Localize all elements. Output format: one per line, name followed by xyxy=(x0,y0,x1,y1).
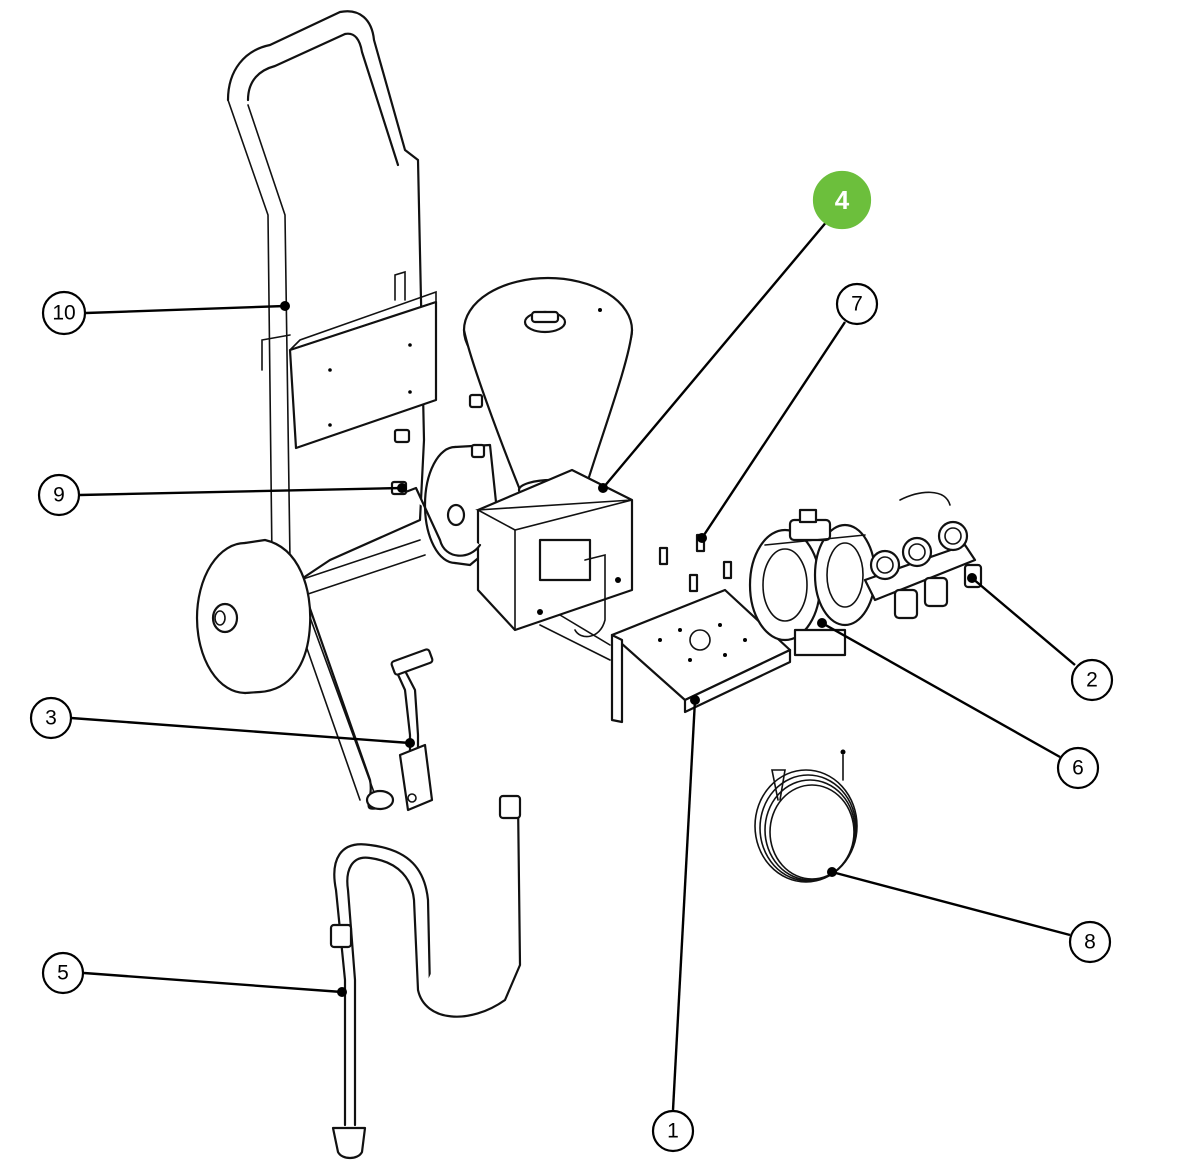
callout-2[interactable]: 2 xyxy=(1070,658,1114,702)
leader-line-4 xyxy=(602,219,829,489)
callout-7-label: 7 xyxy=(851,293,863,316)
callout-1-circle xyxy=(651,1109,695,1153)
ground-cable-coil xyxy=(754,749,858,883)
callout-3-label: 3 xyxy=(45,707,57,730)
hopper-bracket xyxy=(475,468,634,638)
leader-line-10 xyxy=(85,304,286,315)
callout-5-label: 5 xyxy=(57,962,69,985)
elbow-fitting xyxy=(390,393,486,557)
callout-9[interactable]: 9 xyxy=(37,473,81,517)
material-hose xyxy=(329,794,522,1160)
callout-7-circle xyxy=(835,282,879,326)
callout-6[interactable]: 6 xyxy=(1056,746,1100,790)
callout-6-label: 6 xyxy=(1072,757,1084,780)
diaphragm-pump xyxy=(748,508,877,657)
mounting-bolts xyxy=(658,533,733,593)
frame-mounting-plate xyxy=(261,270,438,450)
leader-line-6 xyxy=(821,621,1061,759)
air-regulator-manifold xyxy=(863,491,983,620)
leader-line-8 xyxy=(831,870,1071,937)
callout-3-circle xyxy=(29,696,73,740)
leader-line-3 xyxy=(70,716,411,745)
callout-9-circle xyxy=(37,473,81,517)
callout-10-label: 10 xyxy=(52,302,75,325)
callout-10-circle xyxy=(41,290,87,336)
leader-lines xyxy=(70,219,1076,1111)
callout-2-label: 2 xyxy=(1086,669,1098,692)
callout-2-circle xyxy=(1070,658,1114,702)
callout-8-label: 8 xyxy=(1084,931,1096,954)
leader-line-9 xyxy=(79,486,403,497)
callout-10[interactable]: 10 xyxy=(41,290,87,336)
callout-3[interactable]: 3 xyxy=(29,696,73,740)
spray-gun xyxy=(390,648,434,812)
leader-line-5 xyxy=(83,971,343,994)
callout-7[interactable]: 7 xyxy=(835,282,879,326)
cart-wheel xyxy=(195,538,312,695)
callout-1[interactable]: 1 xyxy=(651,1109,695,1153)
pump-base-plate xyxy=(539,588,792,724)
leader-line-7 xyxy=(700,321,847,539)
callout-5-circle xyxy=(41,951,85,995)
callout-9-label: 9 xyxy=(53,484,65,507)
callout-5[interactable]: 5 xyxy=(41,951,85,995)
callout-4-label: 4 xyxy=(835,185,850,215)
callout-4[interactable]: 4 xyxy=(812,170,872,230)
callout-4-circle xyxy=(812,170,872,230)
callout-8[interactable]: 8 xyxy=(1068,920,1112,964)
callout-8-circle xyxy=(1068,920,1112,964)
callout-1-label: 1 xyxy=(667,1120,679,1143)
leader-line-1 xyxy=(671,699,697,1111)
callout-6-circle xyxy=(1056,746,1100,790)
leader-line-2 xyxy=(971,577,1076,666)
